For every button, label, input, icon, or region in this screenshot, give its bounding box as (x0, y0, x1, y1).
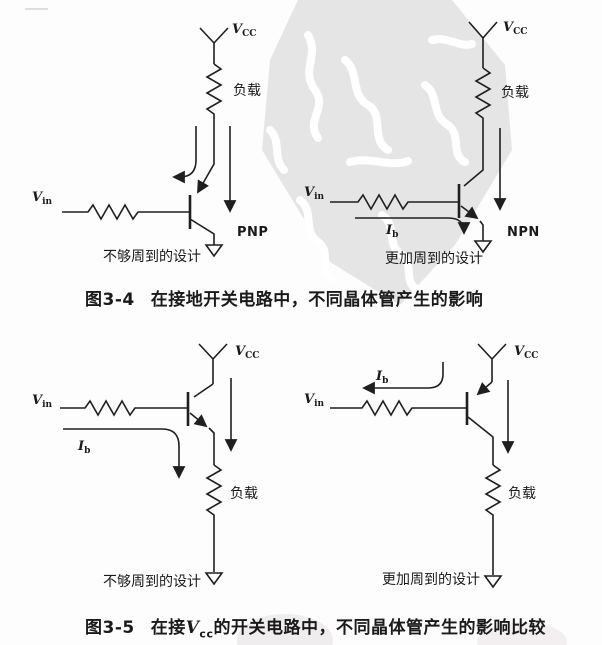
circuit-fig34-npn (330, 21, 507, 254)
watermark-smudge-bottom-left (237, 614, 333, 645)
design-note-poor: 不够周到的设计 (103, 249, 201, 265)
load-resistor-icon (474, 67, 492, 120)
emitter-load-wire-icon (208, 427, 215, 465)
watermark-smudge-bottom-right (477, 622, 567, 645)
figure-3-5-text-prefix: 在接 (150, 618, 186, 638)
collector-wire-icon (463, 120, 484, 187)
vcc-label: VCC (503, 20, 527, 37)
emitter-wire-arrow-icon (197, 120, 215, 194)
ground-icon (473, 240, 493, 254)
figure-3-5-caption: 图3-5 在接Vcc的开关电路中，不同晶体管产生的影响比较 (85, 613, 585, 640)
load-label: 负载 (508, 486, 536, 502)
figure-3-5-vcc-sub: cc (199, 627, 214, 641)
vin-label: Vin (32, 393, 53, 410)
emitter-wire-arrow-icon (460, 205, 479, 220)
vcc-rail-icon (199, 27, 229, 64)
vin-label: Vin (32, 190, 53, 207)
base-current-arrow-icon (63, 428, 186, 479)
vcc-label: VCC (235, 344, 259, 361)
design-note-better: 更加周到的设计 (385, 251, 483, 267)
vcc-label: VCC (232, 22, 256, 39)
emitter-ground-wire-icon (479, 220, 484, 241)
figure-3-4-text: 在接地开关电路中，不同晶体管产生的影响 (150, 290, 484, 310)
base-current-curve-arrow-icon (172, 126, 197, 184)
emitter-wire-arrow-icon (189, 412, 208, 428)
base-input-resistor-icon (330, 193, 459, 211)
load-label: 负载 (230, 486, 258, 502)
vin-label: Vin (304, 392, 325, 409)
emitter-wire-arrow-icon (476, 381, 493, 396)
collector-wire-icon (189, 218, 215, 245)
ib-label: Ib (385, 223, 398, 240)
base-input-resistor-icon (62, 203, 190, 221)
pnp-label: PNP (237, 225, 268, 240)
load-resistor-icon (484, 464, 502, 518)
vcc-rail-icon (477, 343, 507, 382)
ib-label: Ib (375, 369, 388, 386)
ground-icon (483, 575, 503, 589)
figure-3-4-tag: 图3-4 (85, 290, 135, 310)
circuit-fig35-npn (60, 343, 238, 586)
collector-wire-icon (467, 416, 494, 465)
vcc-label: VCC (514, 344, 538, 361)
base-current-arrow-icon (355, 217, 471, 235)
load-resistor-icon (205, 464, 223, 518)
collector-wire-icon (193, 383, 214, 398)
ground-icon (204, 244, 224, 258)
ib-label: Ib (77, 439, 90, 456)
circuit-fig34-pnp (62, 27, 237, 258)
ground-icon (204, 572, 224, 586)
vcc-rail-icon (198, 343, 228, 384)
base-input-resistor-icon (60, 399, 188, 417)
circuit-fig35-pnp (330, 343, 515, 589)
design-note-poor: 不够周到的设计 (103, 574, 201, 590)
vcc-rail-icon (468, 21, 498, 68)
figure-3-4-caption: 图3-4 在接地开关电路中，不同晶体管产生的影响 (85, 285, 585, 310)
design-note-better: 更加周到的设计 (382, 572, 480, 588)
watermark-seal-characters (266, 31, 476, 294)
figure-3-5-text-suffix: 的开关电路中，不同晶体管产生的影响比较 (213, 618, 546, 638)
vin-label: Vin (304, 185, 325, 202)
base-current-arrow-icon (362, 362, 444, 395)
watermark-stamp (25, 0, 567, 645)
figure-3-5-tag: 图3-5 (85, 618, 135, 638)
load-label: 负载 (501, 85, 529, 101)
npn-label: NPN (507, 225, 540, 240)
figure-3-5-vcc-symbol: V (185, 618, 200, 638)
base-input-resistor-icon (330, 399, 467, 417)
load-resistor-icon (205, 63, 223, 120)
load-label: 负载 (233, 83, 261, 99)
